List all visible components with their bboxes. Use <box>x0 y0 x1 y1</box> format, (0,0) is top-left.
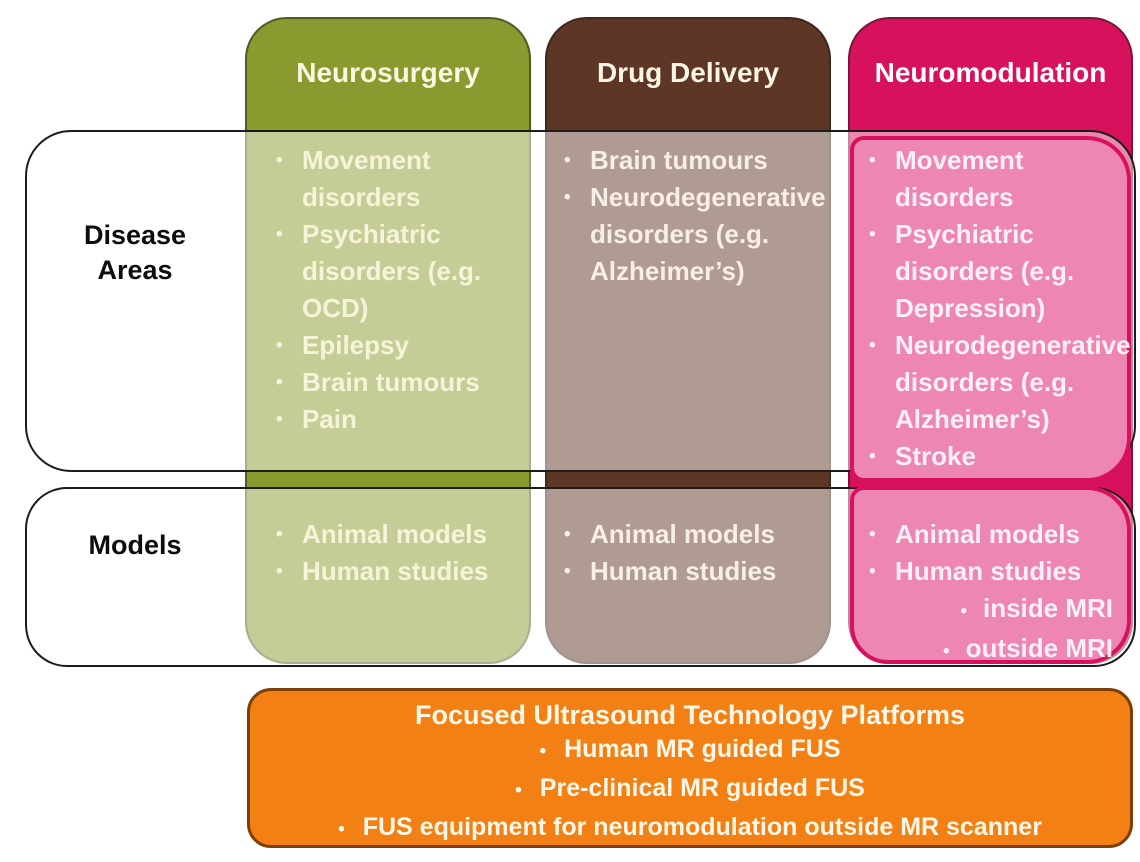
bullet-item: Brain tumours <box>270 364 515 401</box>
neurosurgery-models-list: Animal models Human studies <box>270 516 515 590</box>
bullet-item: Movement disorders <box>863 142 1133 216</box>
column-header-neuromodulation: Neuromodulation <box>874 57 1107 88</box>
bullet-item: Human studies <box>558 553 830 590</box>
neuromodulation-models-list: Animal models Human studies inside MRI o… <box>863 516 1125 670</box>
bullet-item: Psychiatric disorders (e.g. Depression) <box>863 216 1133 327</box>
bullet-item: Human studies <box>863 553 1125 590</box>
bullet-item: Neurodegenerative disorders (e.g. Alzhei… <box>558 179 830 290</box>
platform-item-label: FUS equipment for neuromodulation outsid… <box>362 813 1042 841</box>
bullet-item: Psychiatric disorders (e.g. OCD) <box>270 216 515 327</box>
column-header-drug-delivery: Drug Delivery <box>596 57 780 88</box>
bullet-item: Human studies <box>270 553 515 590</box>
bullet-item: Neurodegenerative disorders (e.g. Alzhei… <box>863 327 1133 438</box>
platform-line: • FUS equipment for neuromodulation outsi… <box>250 809 1130 848</box>
platform-item-label: Pre-clinical MR guided FUS <box>539 774 865 802</box>
platform-line: • Human MR guided FUS <box>250 731 1130 770</box>
platform-item-label: Human MR guided FUS <box>564 735 841 763</box>
bullet-item: Epilepsy <box>270 327 515 364</box>
bullet-item: Animal models <box>558 516 830 553</box>
bullet-item: Stroke <box>863 438 1133 475</box>
bullet-icon: • <box>539 741 547 762</box>
bullet-subitem: outside MRI <box>863 630 1125 670</box>
column-header-neurosurgery: Neurosurgery <box>296 57 480 88</box>
bullet-item: Animal models <box>270 516 515 553</box>
bullet-subitem: inside MRI <box>863 590 1125 630</box>
row-label-disease-areas: Disease Areas <box>83 220 187 285</box>
drug-delivery-models-list: Animal models Human studies <box>558 516 830 590</box>
row-label-models: Models <box>88 530 182 560</box>
bullet-item: Movement disorders <box>270 142 515 216</box>
platform-line: • Pre-clinical MR guided FUS <box>250 770 1130 809</box>
bullet-icon: • <box>515 780 522 801</box>
bullet-item: Brain tumours <box>558 142 830 179</box>
drug-delivery-disease-list: Brain tumours Neurodegenerative disorder… <box>558 142 830 290</box>
neuromodulation-disease-list: Movement disorders Psychiatric disorders… <box>863 142 1133 475</box>
bullet-icon: • <box>338 819 345 840</box>
neurosurgery-disease-list: Movement disorders Psychiatric disorders… <box>270 142 515 438</box>
bullet-item: Animal models <box>863 516 1125 553</box>
platforms-title: Focused Ultrasound Technology Platforms <box>414 700 966 730</box>
bullet-item: Pain <box>270 401 515 438</box>
platforms-box: Focused Ultrasound Technology Platforms … <box>247 688 1133 848</box>
